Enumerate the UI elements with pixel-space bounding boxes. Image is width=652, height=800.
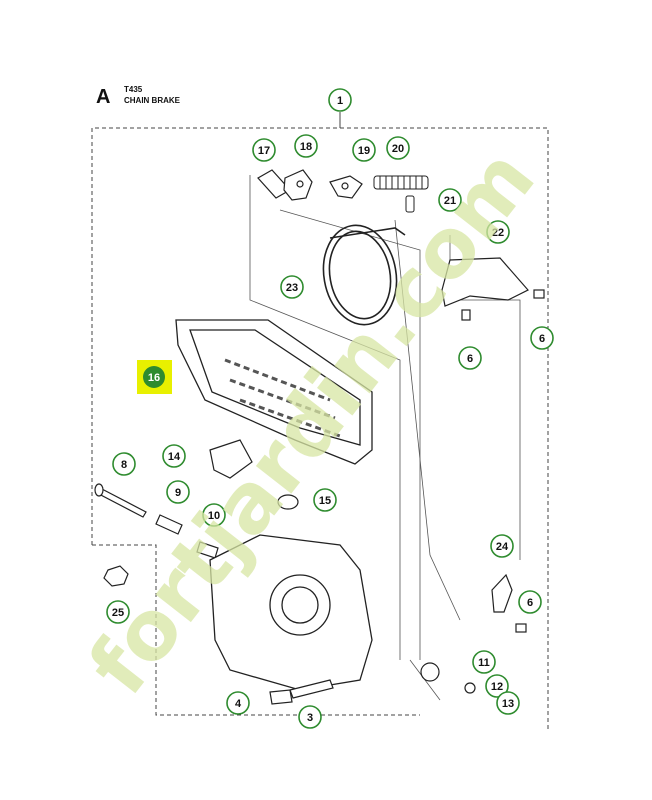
callout-20: 20 — [386, 136, 410, 160]
svg-text:15: 15 — [319, 495, 331, 507]
svg-text:12: 12 — [491, 681, 503, 693]
part-22-bracket — [441, 257, 529, 307]
callout-16-highlighted: 16 — [137, 360, 172, 394]
callout-13: 13 — [496, 691, 520, 715]
callout-19: 19 — [352, 138, 376, 162]
part-23-brake-band — [322, 224, 406, 326]
part-25-nut — [103, 565, 129, 587]
part-8-bolt — [94, 483, 147, 518]
svg-text:6: 6 — [539, 333, 545, 345]
svg-text:4: 4 — [235, 698, 242, 710]
svg-text:17: 17 — [258, 145, 270, 157]
callout-8: 8 — [112, 452, 136, 476]
svg-text:1: 1 — [337, 95, 343, 107]
svg-text:25: 25 — [112, 607, 124, 619]
part-24-lever — [491, 573, 513, 613]
svg-text:16: 16 — [148, 372, 160, 384]
section-title: CHAIN BRAKE — [124, 96, 180, 105]
callout-22: 22 — [486, 220, 510, 244]
callout-6-right: 6 — [530, 326, 554, 350]
callout-10: 10 — [202, 503, 226, 527]
callout-6-middle: 6 — [458, 346, 482, 370]
part-21-pin — [405, 195, 415, 213]
assembly-boundary — [91, 127, 549, 730]
part-12-washer — [464, 682, 476, 694]
svg-text:6: 6 — [527, 597, 533, 609]
callout-11: 11 — [472, 650, 496, 674]
svg-text:19: 19 — [358, 145, 370, 157]
callout-23: 23 — [280, 275, 304, 299]
callout-17: 17 — [252, 138, 276, 162]
svg-text:20: 20 — [392, 143, 404, 155]
screws-6 — [461, 289, 545, 633]
part-16-chain-cover — [175, 319, 373, 465]
part-11-spring — [420, 662, 440, 682]
callout-14: 14 — [162, 444, 186, 468]
callout-24: 24 — [490, 534, 514, 558]
svg-text:13: 13 — [502, 698, 514, 710]
model-label: T435 — [124, 85, 143, 94]
part-18-lever — [283, 169, 313, 201]
callout-12: 12 — [485, 674, 509, 698]
sheet-letter: A — [96, 86, 111, 108]
part-9-sleeve — [155, 514, 183, 535]
svg-text:9: 9 — [175, 487, 181, 499]
part-4-pin — [269, 689, 293, 705]
callout-18: 18 — [294, 134, 318, 158]
callout-3: 3 — [298, 705, 322, 729]
callout-4: 4 — [226, 691, 250, 715]
part-20-spring — [373, 175, 429, 190]
svg-text:22: 22 — [492, 227, 504, 239]
svg-text:23: 23 — [286, 282, 298, 294]
svg-text:24: 24 — [496, 541, 509, 553]
callout-6-lower: 6 — [518, 590, 542, 614]
part-3-stud — [289, 679, 334, 699]
part-14-knob — [209, 439, 253, 479]
svg-text:14: 14 — [168, 451, 181, 463]
callout-9: 9 — [166, 480, 190, 504]
svg-text:10: 10 — [208, 510, 220, 522]
svg-text:18: 18 — [300, 141, 312, 153]
part-19-link — [329, 175, 363, 199]
svg-text:21: 21 — [444, 195, 456, 207]
callouts: 1 17 18 19 20 21 — [106, 88, 554, 729]
svg-text:8: 8 — [121, 459, 127, 471]
svg-text:11: 11 — [478, 657, 490, 669]
callout-15: 15 — [313, 488, 337, 512]
callout-1: 1 — [328, 88, 352, 112]
crankcase-housing — [209, 534, 373, 691]
callout-21: 21 — [438, 188, 462, 212]
svg-text:3: 3 — [307, 712, 313, 724]
svg-text:6: 6 — [467, 353, 473, 365]
part-15-ring — [277, 494, 299, 510]
callout-25: 25 — [106, 600, 130, 624]
